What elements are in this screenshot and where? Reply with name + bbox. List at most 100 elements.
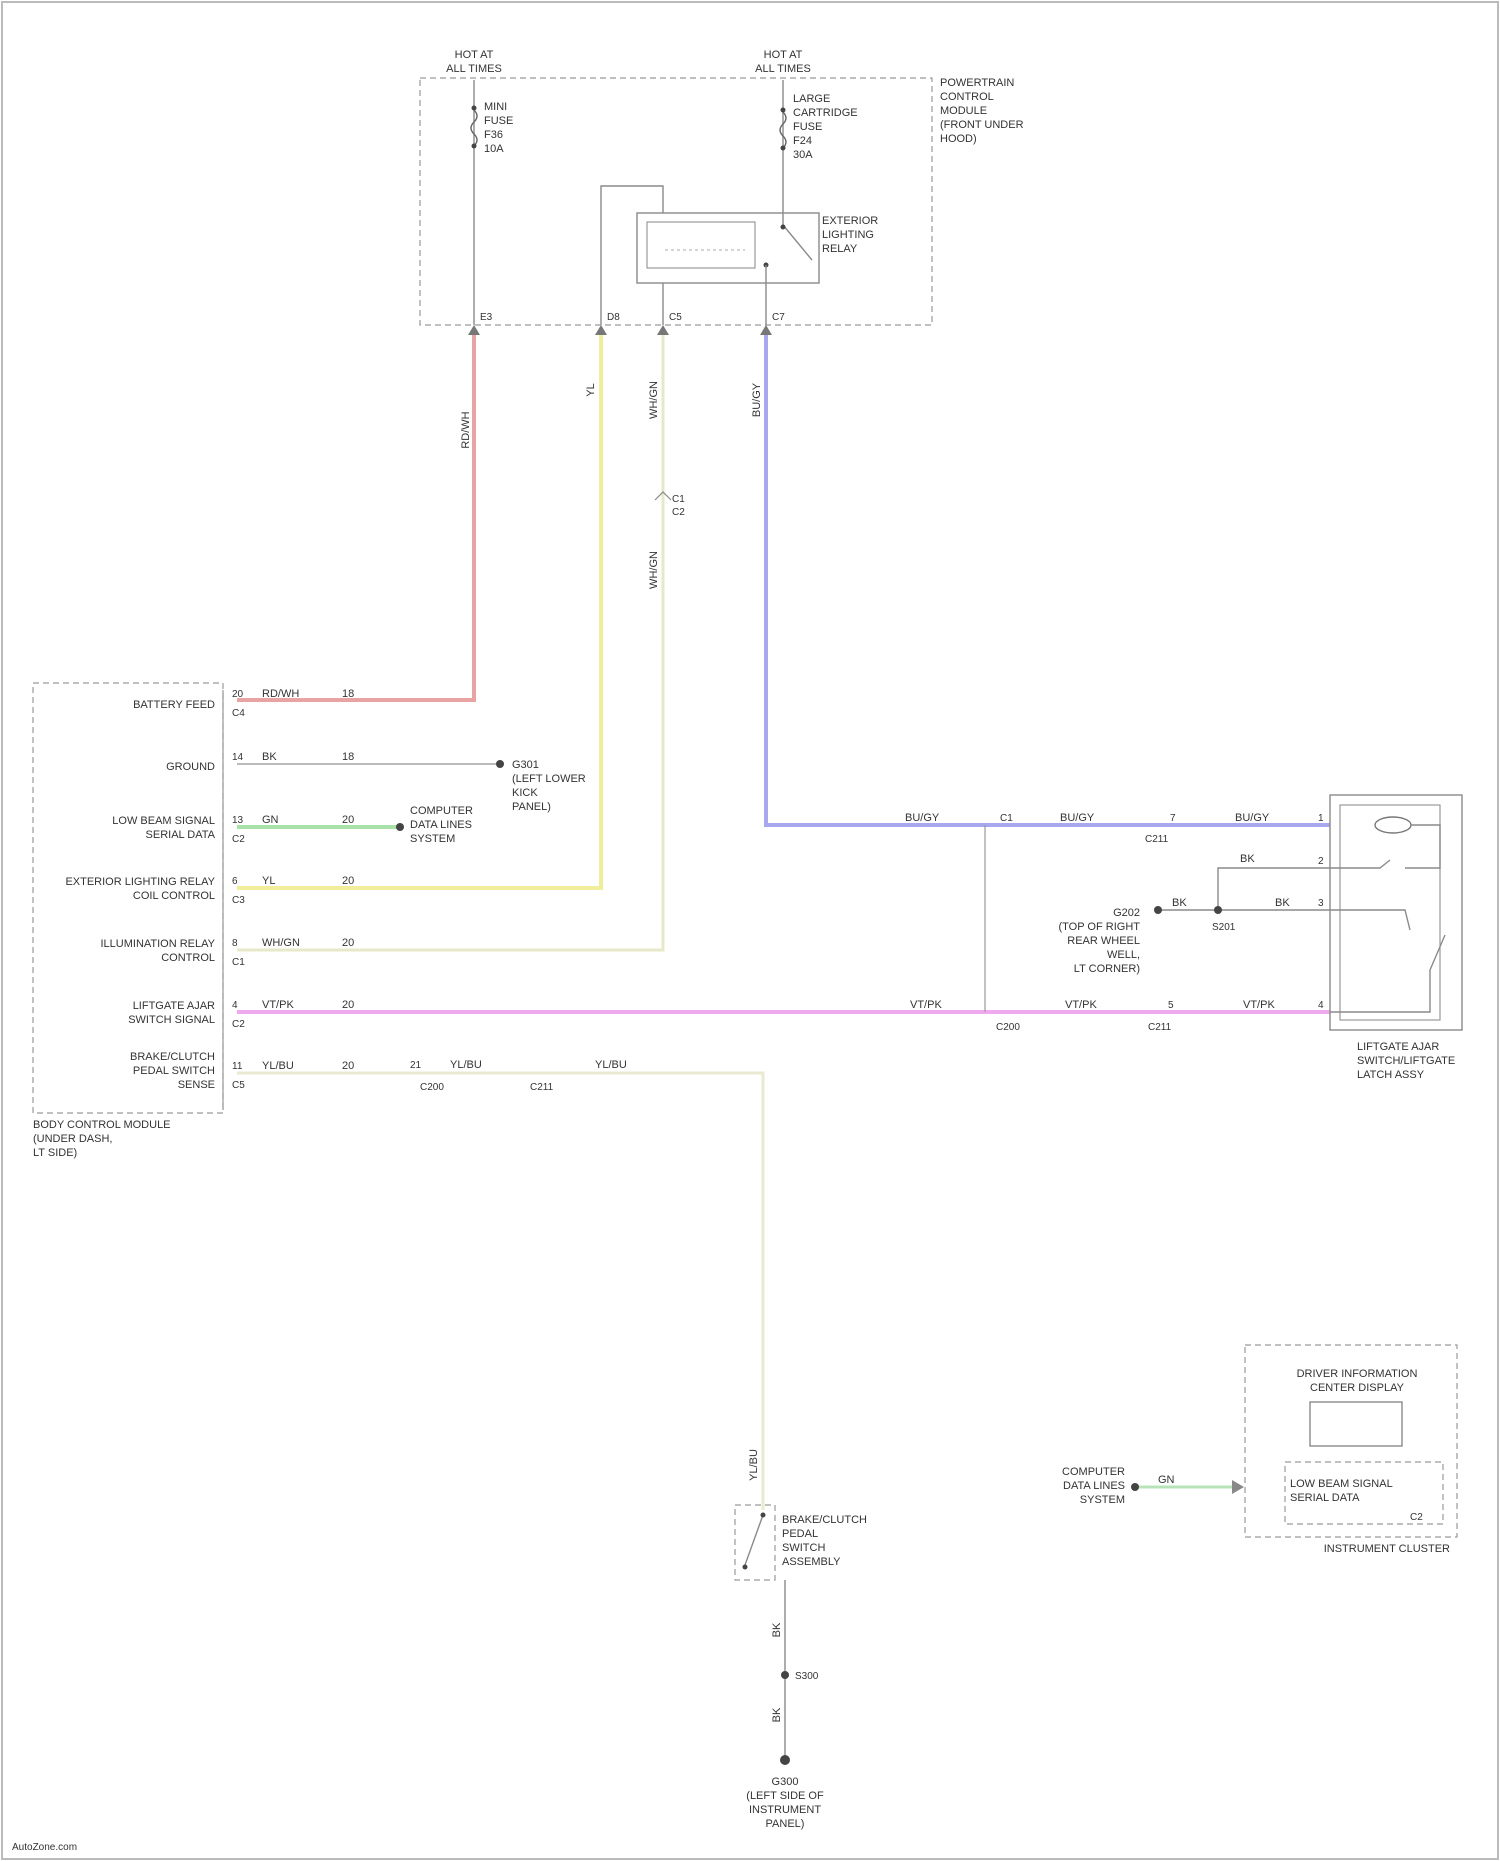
instrument-cluster: DRIVER INFORMATION CENTER DISPLAY LOW BE… (1062, 1345, 1457, 1555)
pin-arrow-c5 (657, 325, 669, 335)
g202-label-5: LT CORNER) (1074, 963, 1140, 975)
hot-label-right-1: HOT AT (764, 49, 803, 61)
pin-c5: C5 (669, 312, 682, 323)
bcm-row-brake-circuit: 20 (342, 1060, 354, 1072)
hot-label-right-2: ALL TIMES (755, 63, 811, 75)
module-title-3: MODULE (940, 105, 987, 117)
pin-arrow-d8 (595, 325, 607, 335)
fuse-right-label-2: CARTRIDGE (793, 107, 858, 119)
ground-g202-dot (1154, 906, 1162, 914)
cluster-connector: C2 (1410, 1512, 1423, 1523)
bcm-row-battery-circuit: 18 (342, 688, 354, 700)
bcm-row-brake-wire: YL/BU (262, 1060, 294, 1072)
cluster-computer-1: COMPUTER (1062, 1466, 1125, 1478)
blue-wire-1: BU/GY (905, 812, 940, 824)
fuse-right-label-1: LARGE (793, 93, 830, 105)
brake-wire-top: YL/BU (748, 1449, 760, 1481)
cluster-inner-2: SERIAL DATA (1290, 1492, 1360, 1504)
fuse-left-label-4: 10A (484, 143, 504, 155)
cluster-pin-arrow (1232, 1480, 1244, 1494)
bcm-row-illum-label: ILLUMINATION RELAY (100, 938, 215, 950)
bcm-row-extrelay-label2: COIL CONTROL (133, 890, 215, 902)
module-title-2: CONTROL (940, 91, 994, 103)
bcm-row-extrelay-pin: 6 (232, 876, 238, 887)
bcm-row-liftgate-conn: C2 (232, 1019, 245, 1030)
pin-arrow-c7 (760, 325, 772, 335)
hot-label-left-2: ALL TIMES (446, 63, 502, 75)
wire-blue (766, 335, 1330, 825)
liftgate-lamp-icon (1375, 817, 1411, 833)
pink-pin: 5 (1168, 1000, 1174, 1011)
liftgate-bk-wire-1: BK (1240, 853, 1255, 865)
bcm-row-liftgate-label: LIFTGATE AJAR (133, 1000, 215, 1012)
bcm-row-illum-label2: CONTROL (161, 952, 215, 964)
cream-connector-1: C1 (672, 494, 685, 505)
module-title-5: HOOD) (940, 133, 977, 145)
fuse-right-label-4: F24 (793, 135, 812, 147)
fuse-left-label-1: MINI (484, 101, 507, 113)
pin-c7: C7 (772, 312, 785, 323)
computer-data-1: COMPUTER (410, 805, 473, 817)
g300-label-4: PANEL) (766, 1818, 805, 1830)
g300-label-2: (LEFT SIDE OF (746, 1790, 824, 1802)
bcm-row-extrelay-label: EXTERIOR LIGHTING RELAY (65, 876, 215, 888)
brake-title-3: SWITCH (782, 1542, 825, 1554)
bcm-row-lowbeam-label2: SERIAL DATA (146, 829, 216, 841)
hot-label-left-1: HOT AT (455, 49, 494, 61)
blue-pin-1: C1 (1000, 813, 1013, 824)
pin-arrow-e3 (468, 325, 480, 335)
splice-s300-dot (781, 1671, 789, 1679)
body-control-module: BODY CONTROL MODULE (UNDER DASH, LT SIDE… (33, 683, 586, 1159)
brake-bk-1: BK (771, 1622, 783, 1637)
relay-label-1: EXTERIOR (822, 215, 878, 227)
bcm-row-ground-label: GROUND (166, 761, 215, 773)
bcm-row-lowbeam-conn: C2 (232, 834, 245, 845)
liftgate-pin-1: 1 (1318, 813, 1324, 824)
liftgate-switch-2 (1330, 910, 1410, 930)
cluster-title-2: CENTER DISPLAY (1310, 1382, 1405, 1394)
cream-connector-2: C2 (672, 507, 685, 518)
yellow-low-wire-1: YL/BU (450, 1059, 482, 1071)
pink-conn-1: C200 (996, 1022, 1020, 1033)
cluster-computer-3: SYSTEM (1080, 1494, 1125, 1506)
bcm-row-battery-wire: RD/WH (262, 688, 299, 700)
wire-yellow-label: YL (585, 383, 597, 396)
liftgate-title-1: LIFTGATE AJAR (1357, 1041, 1439, 1053)
relay-contact (783, 225, 812, 260)
powertrain-module: HOT AT ALL TIMES HOT AT ALL TIMES MINI F… (420, 49, 1024, 335)
ground-g301-3: KICK (512, 787, 538, 799)
bcm-row-ground-wire: BK (262, 751, 277, 763)
module-title-1: POWERTRAIN (940, 77, 1014, 89)
pin-e3: E3 (480, 312, 493, 323)
blue-pin-2: 7 (1170, 813, 1176, 824)
relay-coil (647, 222, 755, 268)
g202-bk-wire: BK (1172, 897, 1187, 909)
pink-wire-2: VT/PK (1065, 999, 1097, 1011)
bcm-row-brake-label: BRAKE/CLUTCH (130, 1051, 215, 1063)
bcm-row-extrelay-wire: YL (262, 875, 275, 887)
ground-g300-dot (780, 1755, 790, 1765)
brake-bk-2: BK (771, 1707, 783, 1722)
yellow-low-wire-2: YL/BU (595, 1059, 627, 1071)
bcm-row-brake-conn: C5 (232, 1080, 245, 1091)
bcm-row-battery-label: BATTERY FEED (133, 699, 215, 711)
relay-contact-dot-top (781, 225, 786, 230)
relay-label-2: LIGHTING (822, 229, 874, 241)
bcm-row-ground-circuit: 18 (342, 751, 354, 763)
bcm-row-lowbeam-pin: 13 (232, 815, 244, 826)
bcm-row-liftgate-pin: 4 (232, 1000, 238, 1011)
splice-s201: S201 (1212, 922, 1236, 933)
pink-wire-1: VT/PK (910, 999, 942, 1011)
pin-d8: D8 (607, 312, 620, 323)
brake-switch-box (735, 1505, 775, 1580)
computer-data-dot (396, 823, 404, 831)
bcm-row-liftgate-wire: VT/PK (262, 999, 294, 1011)
bcm-title-1: BODY CONTROL MODULE (33, 1119, 171, 1131)
liftgate-bk-wire-2: BK (1275, 897, 1290, 909)
brake-title-2: PEDAL (782, 1528, 818, 1540)
relay-box (637, 213, 819, 283)
bcm-row-ground-pin: 14 (232, 752, 244, 763)
pink-wire-3: VT/PK (1243, 999, 1275, 1011)
brake-switch-dot-top (761, 1513, 766, 1518)
splice-s201-dot (1214, 906, 1222, 914)
